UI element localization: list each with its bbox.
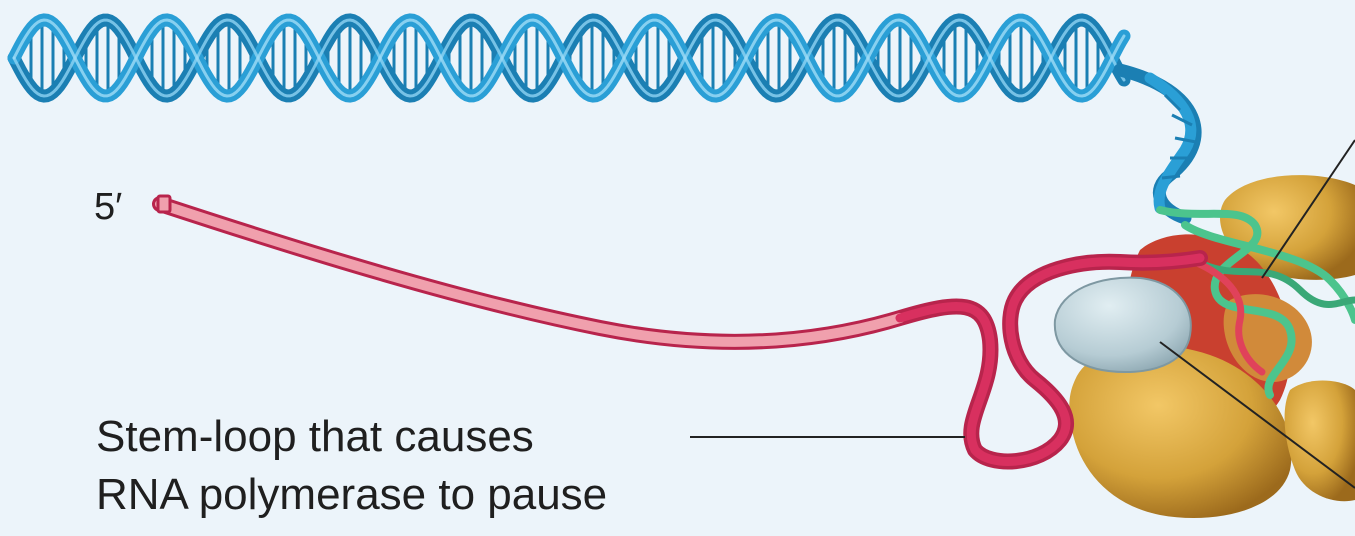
five-prime-label: 5′ — [94, 186, 122, 229]
stem-loop-label-line1: Stem-loop that causes — [96, 412, 534, 462]
rna-strand-fill — [160, 204, 900, 342]
pause-protein — [1055, 278, 1191, 372]
rna-polymerase — [1055, 175, 1355, 518]
polymerase-lobe-right — [1285, 381, 1355, 502]
dna-double-helix — [14, 20, 1196, 218]
rna-5-prime-end — [158, 196, 170, 212]
stem-loop-label-line2: RNA polymerase to pause — [96, 470, 607, 520]
